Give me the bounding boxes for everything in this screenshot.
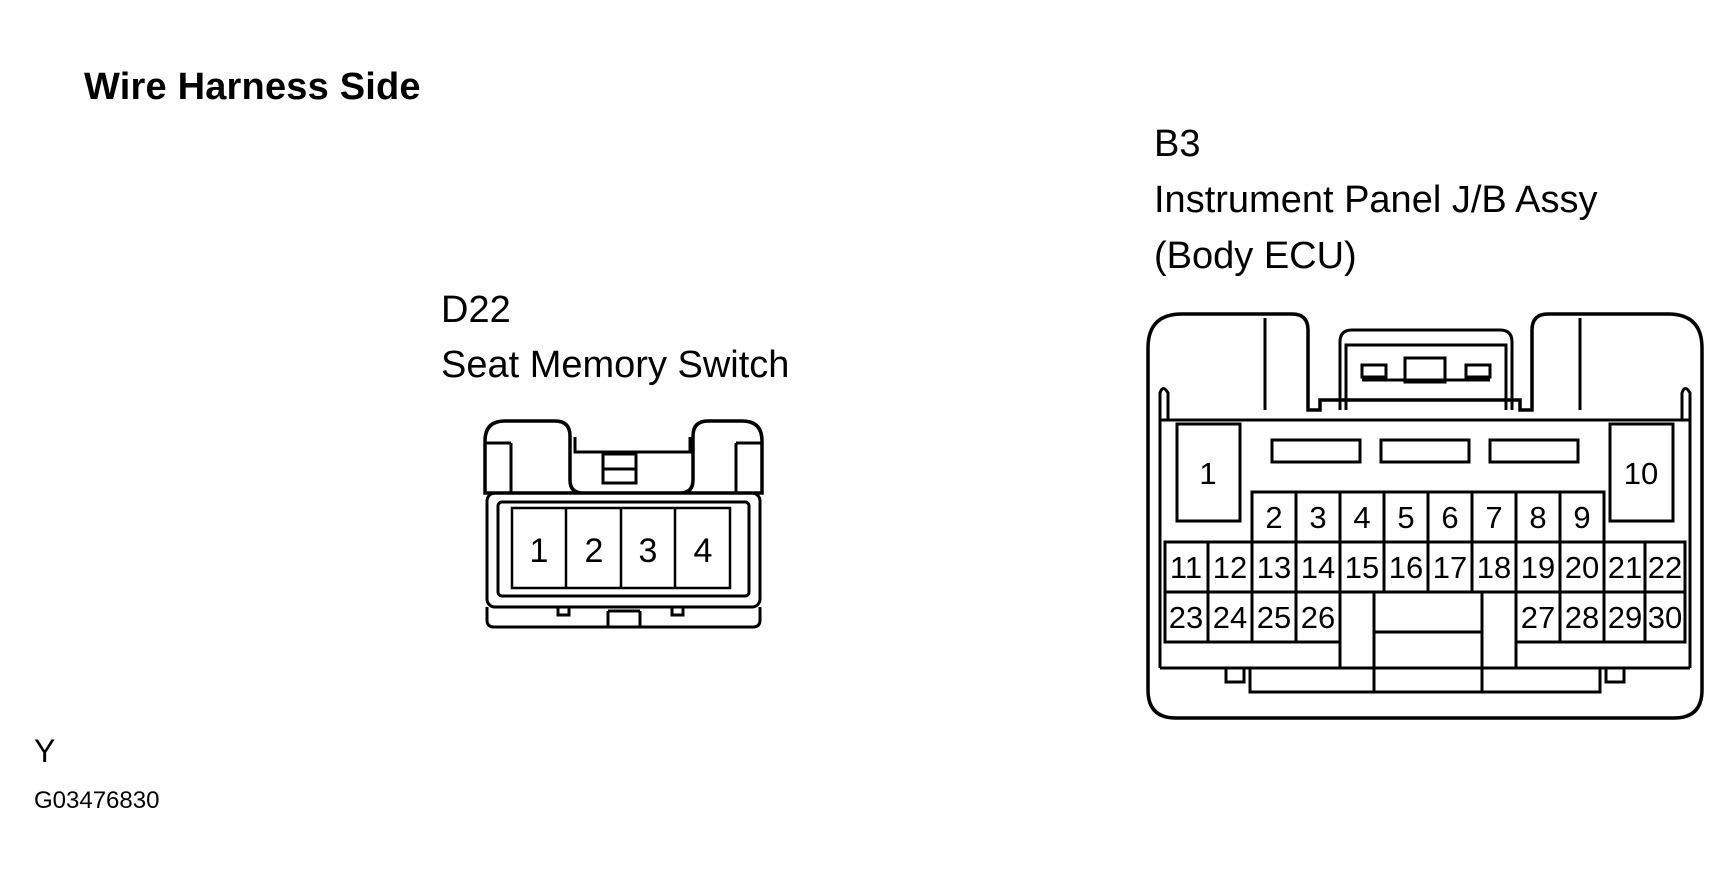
b3-pin-9: 9 (1573, 500, 1590, 535)
b3-pin-10: 10 (1624, 456, 1658, 491)
b3-pin-5: 5 (1397, 500, 1414, 535)
b3-connector-name: Instrument Panel J/B Assy (1154, 179, 1598, 221)
d22-pin-3: 3 (639, 532, 658, 570)
d22-pin-labels: 1 2 3 4 (530, 532, 713, 570)
d22-pin-1: 1 (530, 532, 549, 570)
b3-pin-15: 15 (1345, 550, 1379, 585)
b3-pin-20: 20 (1565, 550, 1599, 585)
b3-pin-11: 11 (1170, 550, 1202, 585)
b3-pin-16: 16 (1389, 550, 1423, 585)
b3-pin-19: 19 (1521, 550, 1555, 585)
b3-pin-3: 3 (1309, 500, 1326, 535)
d22-pin-4: 4 (694, 532, 713, 570)
b3-connector-subname: (Body ECU) (1154, 235, 1357, 277)
b3-pin-12: 12 (1213, 550, 1247, 585)
b3-connector (1146, 312, 1704, 720)
d22-connector-code: D22 (441, 289, 511, 331)
orientation-label: Y (34, 733, 56, 769)
b3-pin-labels: 1 2 3 4 5 6 7 8 9 10 11 12 13 14 15 16 1… (1169, 456, 1682, 635)
b3-pin-26: 26 (1301, 600, 1335, 635)
b3-pin-8: 8 (1529, 500, 1546, 535)
d22-pin-2: 2 (585, 532, 604, 570)
b3-pin-4: 4 (1353, 500, 1370, 535)
b3-pin-23: 23 (1169, 600, 1203, 635)
b3-pin-6: 6 (1441, 500, 1458, 535)
b3-pin-14: 14 (1301, 550, 1335, 585)
b3-pin-21: 21 (1608, 550, 1642, 585)
b3-pin-22: 22 (1648, 550, 1682, 585)
b3-pin-27: 27 (1521, 600, 1555, 635)
b3-pin-13: 13 (1257, 550, 1291, 585)
b3-pin-25: 25 (1257, 600, 1291, 635)
b3-pin-1: 1 (1199, 456, 1216, 491)
b3-pin-7: 7 (1485, 500, 1502, 535)
d22-connector-name: Seat Memory Switch (441, 344, 790, 386)
b3-pin-18: 18 (1477, 550, 1511, 585)
b3-pin-30: 30 (1648, 600, 1682, 635)
figure-id: G03476830 (34, 787, 160, 814)
b3-pin-17: 17 (1433, 550, 1467, 585)
page-title: Wire Harness Side (84, 66, 421, 108)
b3-connector-code: B3 (1154, 123, 1201, 165)
b3-pin-29: 29 (1608, 600, 1642, 635)
d22-connector (483, 419, 764, 629)
b3-pin-2: 2 (1265, 500, 1282, 535)
b3-pin-24: 24 (1213, 600, 1247, 635)
b3-pin-28: 28 (1565, 600, 1599, 635)
